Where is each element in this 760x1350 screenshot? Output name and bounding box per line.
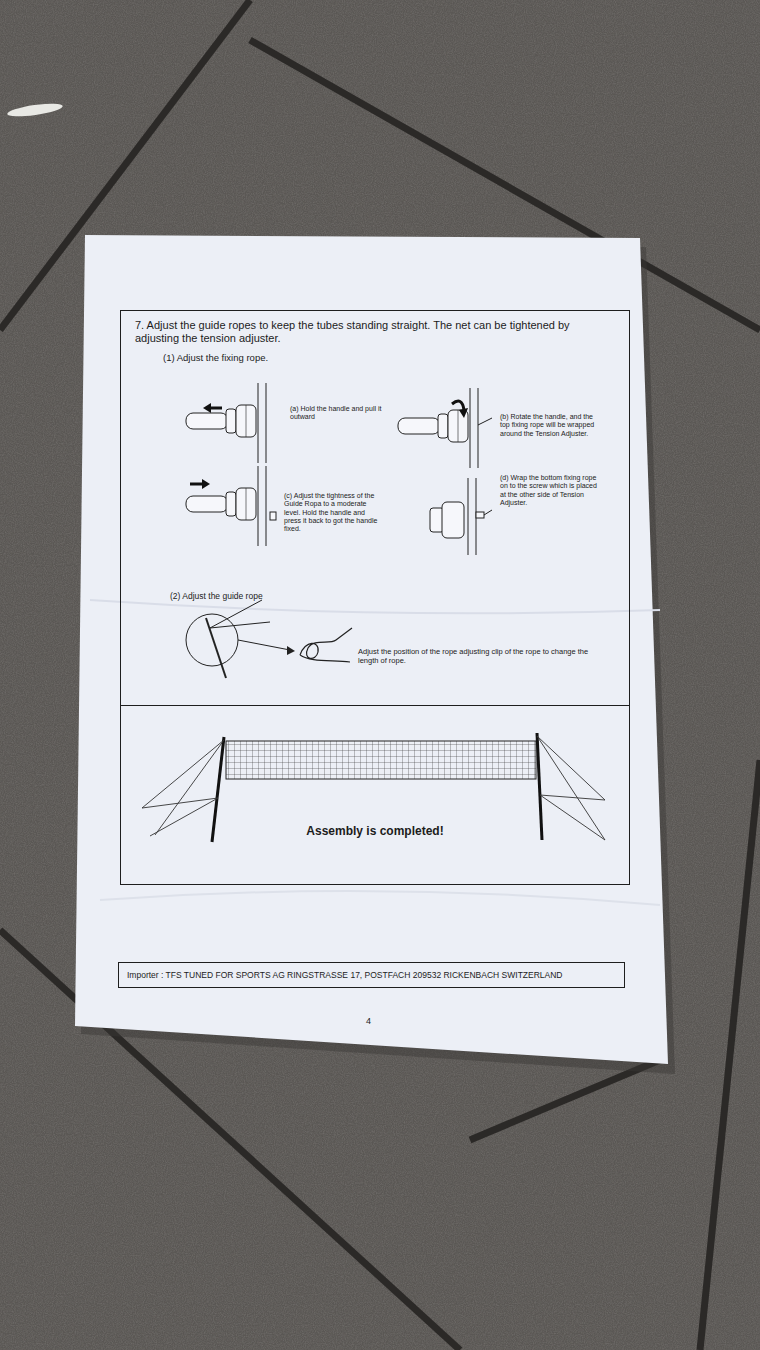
step-caption: (a) Hold the handle and pull it outward bbox=[290, 405, 382, 422]
note-text: Adjust the position of the rope adjustin… bbox=[358, 648, 598, 666]
tension-adjuster bbox=[186, 466, 266, 546]
tension-adjuster bbox=[186, 383, 266, 463]
feather bbox=[7, 101, 64, 119]
detail-circle bbox=[186, 614, 238, 666]
arrow-head bbox=[203, 403, 211, 413]
pole-line bbox=[468, 478, 469, 555]
adjuster-back bbox=[430, 478, 492, 555]
screw bbox=[476, 512, 484, 518]
paving-joint bbox=[700, 760, 760, 1350]
paper-crease bbox=[90, 600, 660, 613]
arrow-head bbox=[202, 479, 210, 489]
section-heading: (1) Adjust the fixing rope. bbox=[163, 352, 383, 363]
step-caption: (c) Adjust the tightness of the Guide Ro… bbox=[284, 492, 380, 533]
rotate-arrow bbox=[452, 401, 464, 410]
arrow-head bbox=[287, 646, 295, 655]
box-text: Assembly is completed! bbox=[131, 824, 619, 838]
fixing-rope bbox=[484, 510, 492, 515]
box-text: 7. Adjust the guide ropes to keep the tu… bbox=[135, 319, 615, 345]
net bbox=[226, 741, 536, 779]
drum bbox=[442, 502, 464, 538]
importer-box: Importer : TFS TUNED FOR SPORTS AG RINGS… bbox=[118, 962, 625, 988]
rope bbox=[210, 622, 270, 628]
paper-sheet bbox=[75, 235, 668, 1064]
page-number: 4 bbox=[366, 1016, 386, 1027]
paving-joint bbox=[470, 1060, 660, 1140]
pointer-line bbox=[238, 640, 290, 650]
fixing-rope bbox=[478, 418, 492, 425]
step-caption: (d) Wrap the bottom fixing rope on to th… bbox=[500, 474, 598, 507]
box-text: Importer : TFS TUNED FOR SPORTS AG RINGS… bbox=[127, 970, 616, 980]
step-caption: (b) Rotate the handle, and the top fixin… bbox=[500, 413, 596, 438]
section-heading: (2) Adjust the guide rope bbox=[170, 591, 370, 601]
pole bbox=[212, 737, 224, 842]
guide-ropes bbox=[142, 740, 224, 836]
rope-clip bbox=[270, 512, 276, 520]
tension-adjuster bbox=[398, 388, 478, 468]
rope-clip-knot bbox=[300, 628, 352, 662]
guide-ropes bbox=[537, 736, 605, 840]
paper-crease bbox=[100, 891, 660, 905]
completion-panel: Assembly is completed! bbox=[121, 705, 629, 879]
guide-rope-figure bbox=[186, 600, 352, 678]
arrow-head bbox=[459, 408, 468, 418]
pole bbox=[537, 733, 542, 840]
